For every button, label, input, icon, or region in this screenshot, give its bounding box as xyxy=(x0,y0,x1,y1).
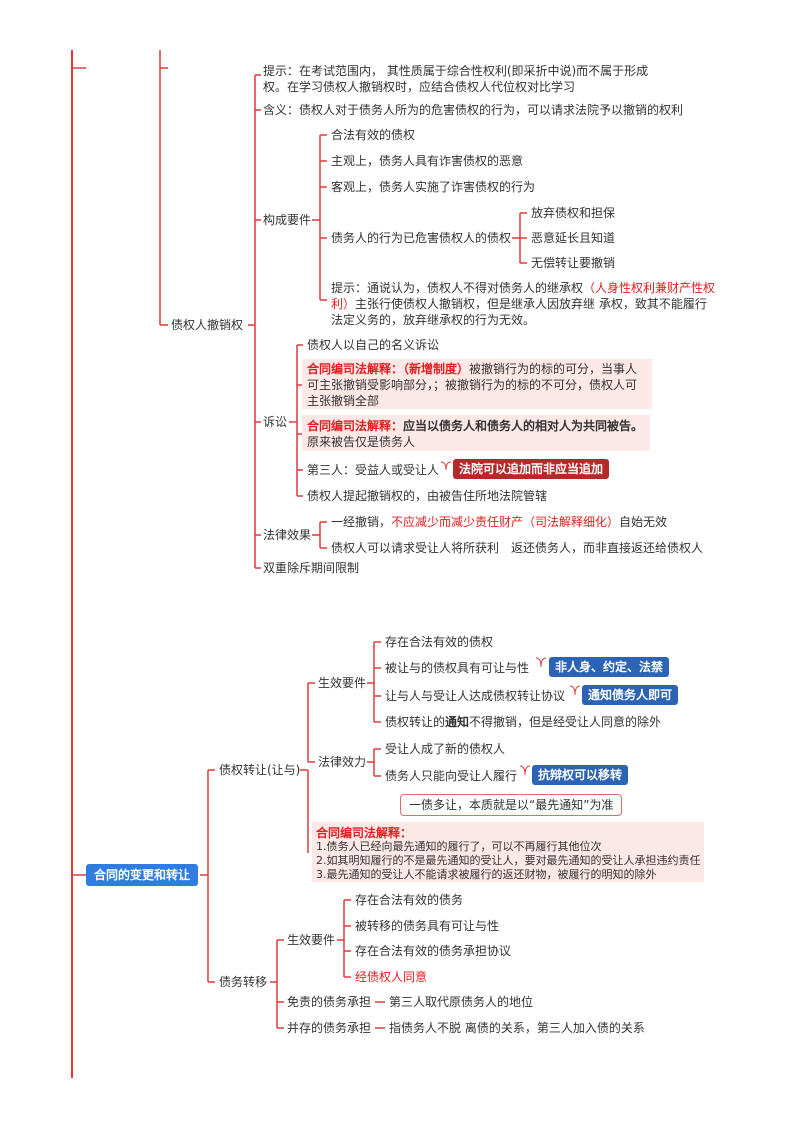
assignment-elements-label: 生效要件 xyxy=(318,676,367,690)
debt-item-3: 存在合法有效的债务承担协议 xyxy=(355,944,512,958)
interp-box-multi-assign xyxy=(312,822,704,882)
node-legal-effect: 法律效果 xyxy=(263,528,312,542)
interp-multi-line-2: 2.如其明知履行的不是最先通知的受让人，要对最先通知的受让人承担违约责任 xyxy=(316,854,701,867)
assignment-notify: 债权转让的通知不得撤销，但是经受让人同意的除外 xyxy=(385,715,662,729)
debt-joint-text: 指债务人不脱 离债的关系，第三人加入债的关系 xyxy=(389,1021,645,1035)
harm-item-3: 无偿转让要撤销 xyxy=(531,256,616,270)
interp-multi-line-1: 1.债务人已经向最先通知的履行了，可以不再履行其他位次 xyxy=(316,840,602,853)
assignment-effect-label: 法律效力 xyxy=(318,755,367,769)
debt-free-label: 免责的债务承担 xyxy=(287,995,372,1009)
node-litigation: 诉讼 xyxy=(263,415,288,429)
debt-item-2: 被转移的债务具有可让与性 xyxy=(355,919,500,933)
root-node: 合同的变更和转让 xyxy=(86,864,199,886)
debt-item-1: 存在合法有效的债务 xyxy=(355,893,464,907)
interp-defendant-text: 合同编司法解释：应当以债务人和债务人的相对人为共同被告。原来被告仅是债务人 xyxy=(307,419,644,449)
interp-box-divisible xyxy=(302,359,652,409)
debt-item-consent: 经债权人同意 xyxy=(355,970,428,984)
litigation-item-own-name: 债权人以自己的名义诉讼 xyxy=(307,338,440,352)
node-debt-transfer: 债务转移 xyxy=(219,975,268,989)
litigation-jurisdiction: 债权人提起撤销权的，由被告住所地法院管辖 xyxy=(307,489,548,503)
assignment-item-2: 被让与的债权具有可让与性 xyxy=(385,661,530,675)
tip-nature: 提示：在考试范围内， 其性质属于综合性权利(即采折中说)而不属于形成权。在学习债… xyxy=(263,64,649,94)
tag-notify-debtor: 通知债务人即可 xyxy=(582,685,679,705)
note-first-notice: 一债多让，本质就是以“最先通知”为准 xyxy=(400,794,623,816)
tag-defense-transfer: 抗辩权可以移转 xyxy=(532,765,629,785)
node-creditor-revocation: 债权人撤销权 xyxy=(171,318,244,332)
tag-non-personal: 非人身、约定、法禁 xyxy=(549,657,670,677)
element-item-1: 合法有效的债权 xyxy=(331,128,416,142)
debt-joint-label: 并存的债务承担 xyxy=(287,1021,372,1035)
meaning-text: 含义：债权人对于债务人所为的危害债权的行为，可以请求法院予以撤销的权利 xyxy=(263,103,684,117)
debt-elements-label: 生效要件 xyxy=(287,933,336,947)
interp-divisible-text: 合同编司法解释：（新增制度）被撤销行为的标的可分，当事人可主张撤销受影响部分，；… xyxy=(307,362,638,408)
element-item-2: 主观上，债务人具有诈害债权的恶意 xyxy=(331,154,524,168)
node-double-limit: 双重除斥期间限制 xyxy=(263,561,360,575)
interp-multi-line-3: 3.最先通知的受让人不能请求被履行的返还财物，被履行的明知的除外 xyxy=(316,868,657,881)
node-assignment: 债权转让(让与) xyxy=(219,763,301,777)
litigation-third-party: 第三人：受益人或受让人 xyxy=(307,463,440,477)
interp-multi-title: 合同编司法解释： xyxy=(316,826,413,840)
element-harm: 债务人的行为已危害债权人的债权 xyxy=(331,231,512,245)
harm-item-2: 恶意延长且知道 xyxy=(531,231,616,245)
harm-item-1: 放弃债权和担保 xyxy=(531,206,616,220)
node-elements: 构成要件 xyxy=(263,213,312,227)
assignment-item-1: 存在合法有效的债权 xyxy=(385,635,494,649)
assignment-item-3: 让与人与受让人达成债权转让协议 xyxy=(385,689,566,703)
tip-inheritance: 提示：通说认为，债权人不得对债务人的继承权（人身性权利兼财产性权利）主张行使债权… xyxy=(331,281,716,327)
assignment-effect-1: 受让人成了新的债权人 xyxy=(385,742,506,756)
effect-item-2: 债权人可以请求受让人将所获利 返还债务人，而非直接返还给债权人 xyxy=(331,541,704,555)
interp-box-defendant xyxy=(302,415,650,451)
element-item-3: 客观上，债务人实施了诈害债权的行为 xyxy=(331,180,536,194)
effect-item-1: 一经撤销，不应减少而减少责任财产（司法解释细化）自始无效 xyxy=(331,515,668,529)
tag-court-may-add: 法院可以追加而非应当追加 xyxy=(453,459,610,479)
assignment-effect-2: 债务人只能向受让人履行 xyxy=(385,769,518,783)
debt-free-text: 第三人取代原债务人的地位 xyxy=(389,995,534,1009)
